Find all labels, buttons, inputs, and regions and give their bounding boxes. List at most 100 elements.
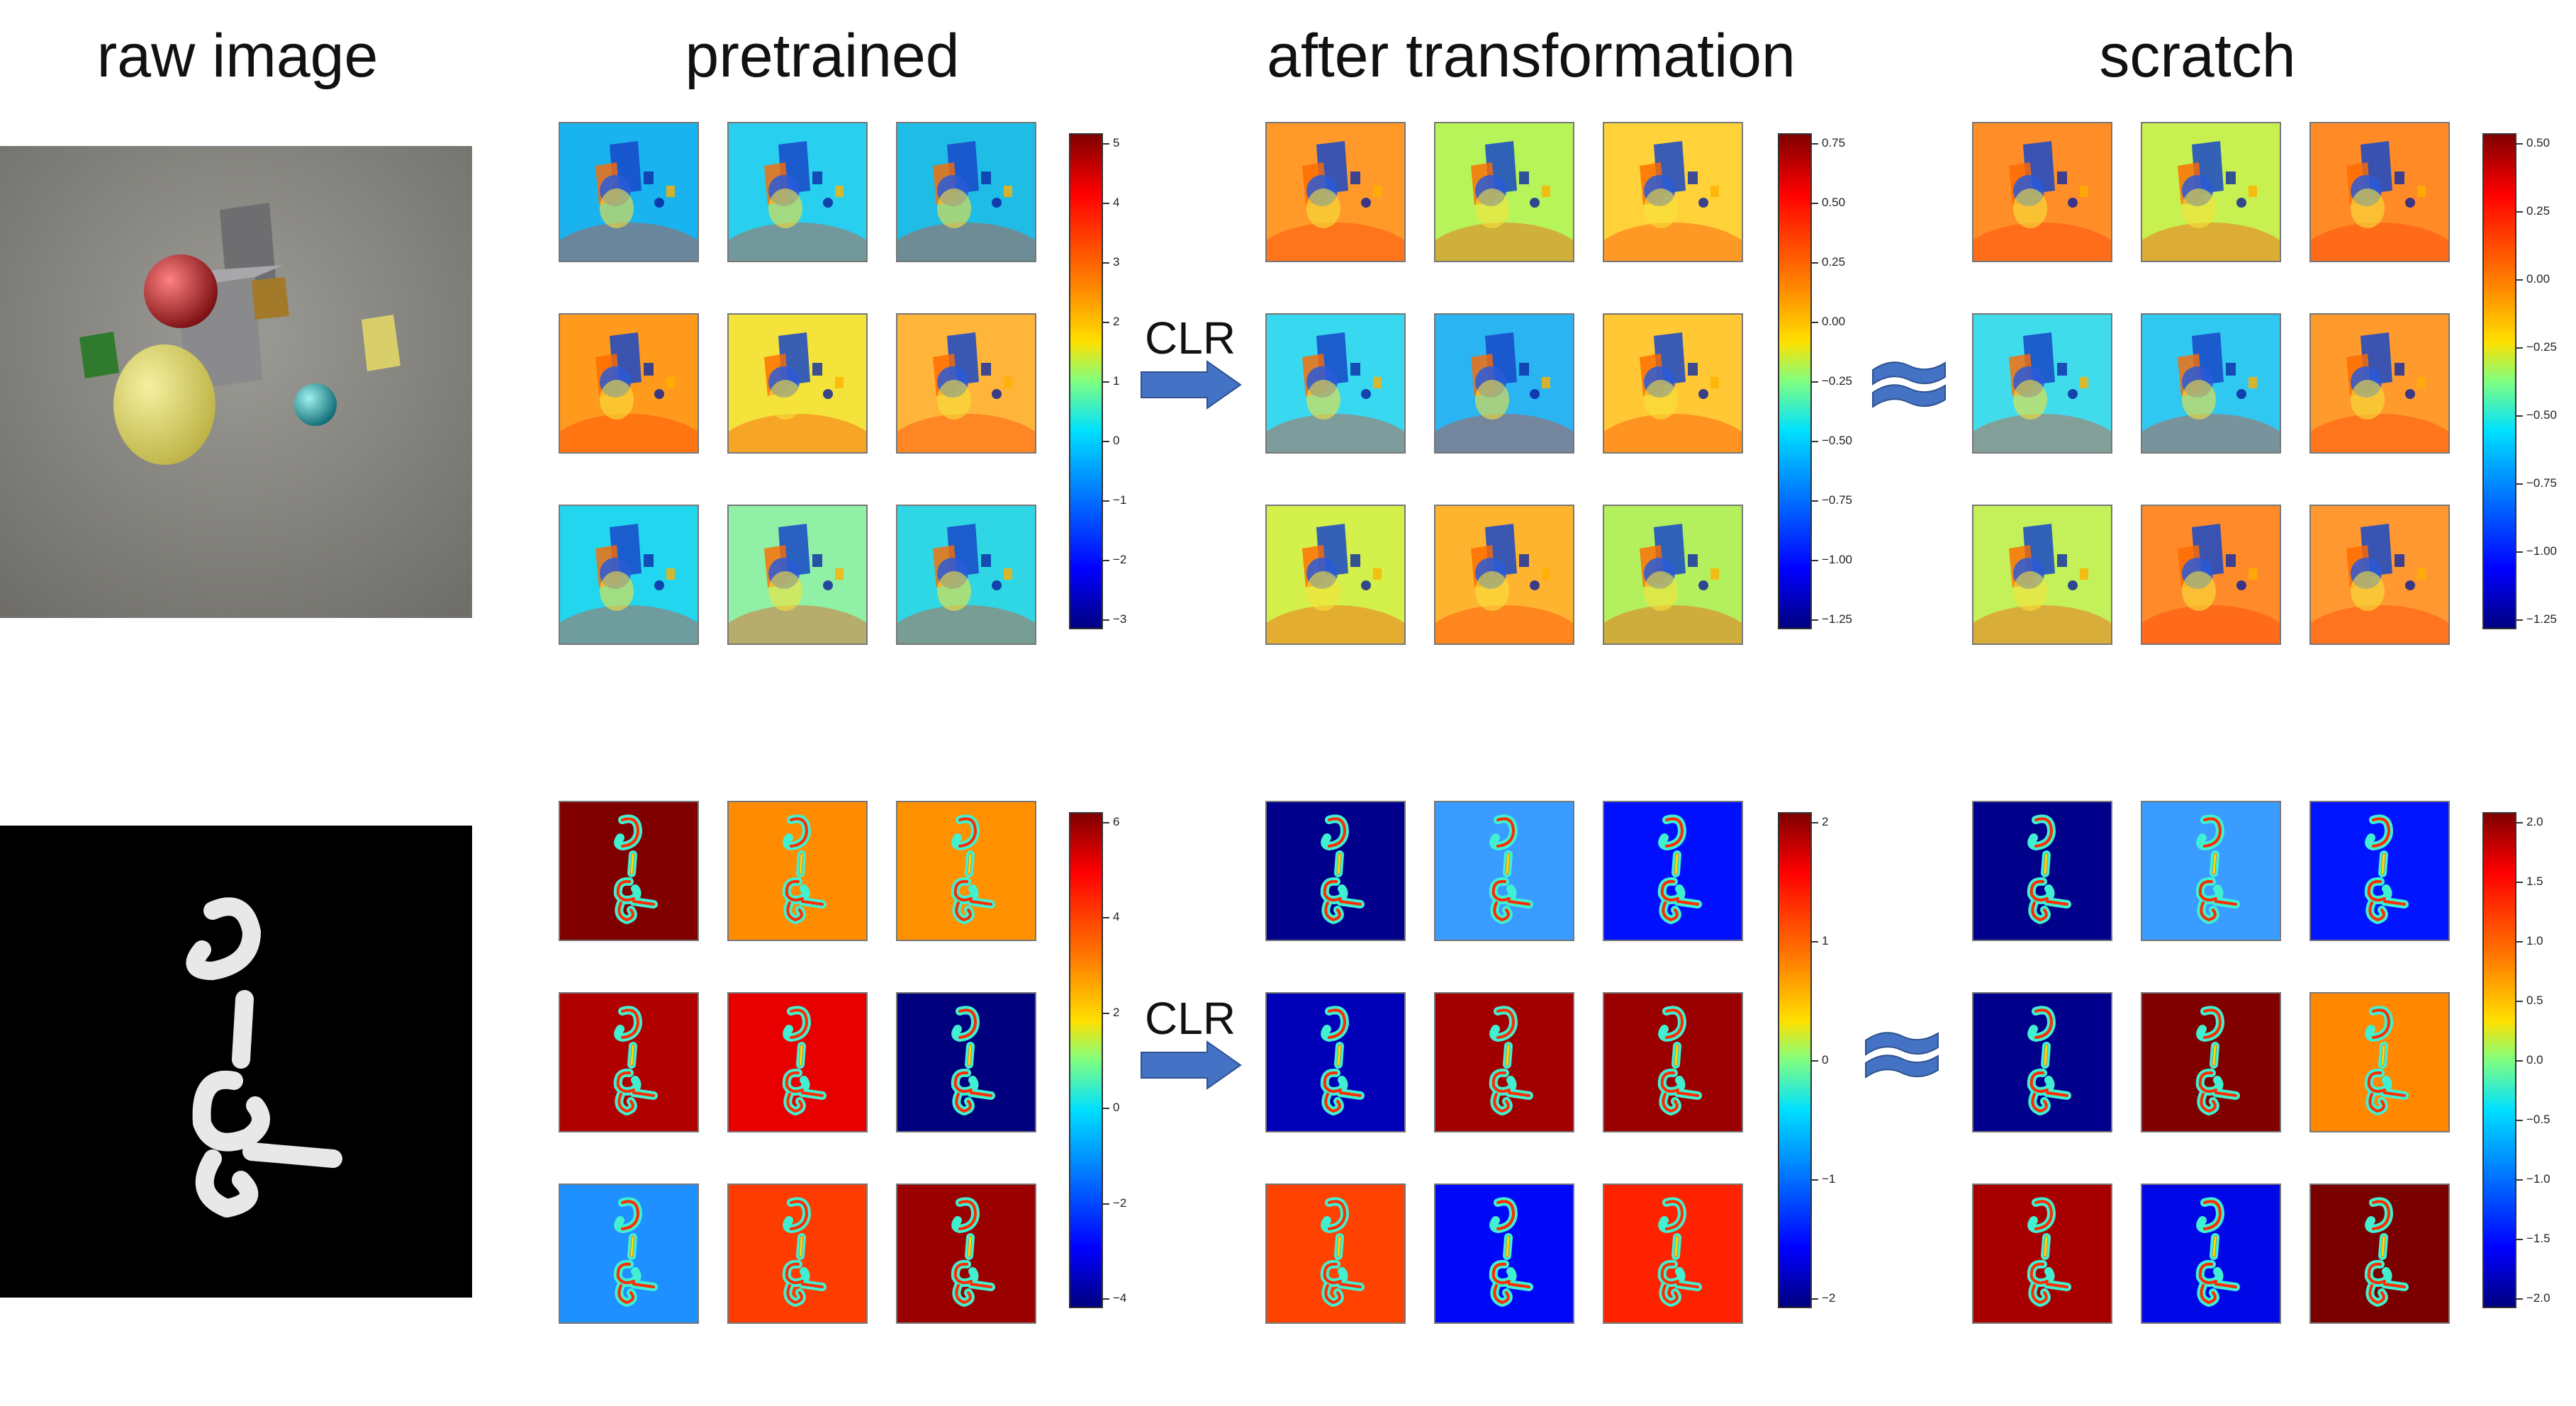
header-pretrained: pretrained bbox=[685, 22, 960, 90]
row2-pretrained-heatmap-2-1 bbox=[727, 1183, 868, 1324]
row1-scratch-heatmap-2-2 bbox=[2309, 505, 2450, 645]
row1-pretrained-heatmap-0-1 bbox=[727, 122, 868, 262]
header-raw-image: raw image bbox=[96, 22, 379, 90]
approx-equal-icon bbox=[1865, 1032, 1939, 1079]
row1-after-colorbar-tick: −0.75 bbox=[1811, 493, 1853, 507]
row1-after-heatmap-0-2 bbox=[1603, 122, 1743, 262]
row1-scratch-heatmap-0-1 bbox=[2141, 122, 2281, 262]
row1-pretrained-colorbar-tick: 1 bbox=[1102, 374, 1120, 388]
row1-after-colorbar bbox=[1778, 133, 1812, 629]
row2-after-heatmap-0-2 bbox=[1603, 801, 1743, 941]
row2-after-heatmap-0-1 bbox=[1434, 801, 1574, 941]
row1-scratch-heatmap-2-1 bbox=[2141, 505, 2281, 645]
row2-scratch-colorbar-tick: −1.0 bbox=[2516, 1172, 2550, 1186]
row2-scratch-heatmap-0-2 bbox=[2309, 801, 2450, 941]
row1-after-heatmap-2-1 bbox=[1434, 505, 1574, 645]
row2-scratch-heatmap-1-1 bbox=[2141, 992, 2281, 1132]
row1-after-colorbar-tick: 0.00 bbox=[1811, 315, 1846, 328]
raw-image-digit bbox=[0, 826, 472, 1298]
header-scratch: scratch bbox=[2099, 22, 2296, 90]
row1-scratch-heatmap-2-0 bbox=[1972, 505, 2112, 645]
row1-after-colorbar-tick: −0.25 bbox=[1811, 374, 1853, 388]
row2-after-colorbar-tick: 2 bbox=[1811, 815, 1829, 828]
row2-after-colorbar-tick: 0 bbox=[1811, 1053, 1829, 1067]
row2-after-heatmap-2-0 bbox=[1265, 1183, 1406, 1324]
row2-pretrained-heatmap-1-1 bbox=[727, 992, 868, 1132]
row1-pretrained-heatmap-0-0 bbox=[559, 122, 699, 262]
row2-pretrained-colorbar-tick: 0 bbox=[1102, 1101, 1120, 1115]
row2-pretrained-heatmap-1-0 bbox=[559, 992, 699, 1132]
row2-after-heatmap-1-0 bbox=[1265, 992, 1406, 1132]
row1-scratch-heatmap-1-0 bbox=[1972, 313, 2112, 454]
row2-after-heatmap-0-0 bbox=[1265, 801, 1406, 941]
row2-pretrained-heatmap-2-2 bbox=[896, 1183, 1036, 1324]
right-arrow-icon bbox=[1141, 360, 1242, 410]
row2-scratch-colorbar-tick: 1.0 bbox=[2516, 934, 2543, 947]
row2-pretrained-colorbar-tick: 4 bbox=[1102, 910, 1120, 924]
row1-scratch-heatmap-1-2 bbox=[2309, 313, 2450, 454]
row1-scratch-heatmap-0-2 bbox=[2309, 122, 2450, 262]
row1-after-colorbar-tick: −0.50 bbox=[1811, 434, 1853, 447]
row2-scratch-heatmap-1-0 bbox=[1972, 992, 2112, 1132]
row1-after-colorbar-tick: −1.25 bbox=[1811, 612, 1853, 626]
row1-after-heatmap-1-1 bbox=[1434, 313, 1574, 454]
row1-after-heatmap-1-0 bbox=[1265, 313, 1406, 454]
row2-pretrained-heatmap-1-2 bbox=[896, 992, 1036, 1132]
row2-scratch-heatmap-0-1 bbox=[2141, 801, 2281, 941]
row1-pretrained-heatmap-1-1 bbox=[727, 313, 868, 454]
row2-scratch-colorbar-tick: 0.5 bbox=[2516, 994, 2543, 1007]
row2-after-colorbar-tick: 1 bbox=[1811, 934, 1829, 947]
row2-after-heatmap-2-2 bbox=[1603, 1183, 1743, 1324]
row1-pretrained-colorbar bbox=[1069, 133, 1103, 629]
raw-image-scene bbox=[0, 146, 472, 618]
row2-pretrained-colorbar-tick: −2 bbox=[1102, 1196, 1127, 1210]
row1-after-heatmap-0-0 bbox=[1265, 122, 1406, 262]
row2-scratch-colorbar-tick: −1.5 bbox=[2516, 1232, 2550, 1245]
row2-scratch-heatmap-2-1 bbox=[2141, 1183, 2281, 1324]
row1-scratch-colorbar-tick: 0.00 bbox=[2516, 272, 2550, 286]
row1-scratch-colorbar-tick: 0.25 bbox=[2516, 204, 2550, 218]
row1-after-colorbar-tick: 0.50 bbox=[1811, 196, 1846, 209]
row2-scratch-colorbar-tick: −2.0 bbox=[2516, 1291, 2550, 1305]
row2-pretrained-heatmap-0-1 bbox=[727, 801, 868, 941]
row1-pretrained-colorbar-tick: 3 bbox=[1102, 255, 1120, 269]
row2-scratch-colorbar-tick: 1.5 bbox=[2516, 874, 2543, 888]
row2-scratch-heatmap-0-0 bbox=[1972, 801, 2112, 941]
row2-scratch-colorbar bbox=[2482, 812, 2516, 1308]
row2-after-colorbar-tick: −2 bbox=[1811, 1291, 1836, 1305]
row1-pretrained-colorbar-tick: 5 bbox=[1102, 136, 1120, 150]
row2-pretrained-colorbar-tick: 6 bbox=[1102, 815, 1120, 828]
row1-scratch-colorbar bbox=[2482, 133, 2516, 629]
row1-scratch-colorbar-tick: −1.25 bbox=[2516, 612, 2558, 626]
row1-scratch-colorbar-tick: −0.75 bbox=[2516, 476, 2558, 490]
row1-pretrained-colorbar-tick: −1 bbox=[1102, 493, 1127, 507]
row2-after-heatmap-2-1 bbox=[1434, 1183, 1574, 1324]
row1-pretrained-colorbar-tick: 4 bbox=[1102, 196, 1120, 209]
row2-pretrained-heatmap-0-0 bbox=[559, 801, 699, 941]
header-after-transformation: after transformation bbox=[1267, 22, 1796, 90]
row1-pretrained-heatmap-0-2 bbox=[896, 122, 1036, 262]
row2-after-heatmap-1-2 bbox=[1603, 992, 1743, 1132]
row1-after-heatmap-2-0 bbox=[1265, 505, 1406, 645]
row2-pretrained-heatmap-2-0 bbox=[559, 1183, 699, 1324]
row1-after-colorbar-tick: 0.25 bbox=[1811, 255, 1846, 269]
row1-pretrained-colorbar-tick: 0 bbox=[1102, 434, 1120, 447]
right-arrow-icon bbox=[1141, 1040, 1242, 1090]
row1-pretrained-colorbar-tick: −3 bbox=[1102, 612, 1127, 626]
clr-label-row2: CLR bbox=[1145, 993, 1236, 1044]
row2-pretrained-colorbar-tick: 2 bbox=[1102, 1005, 1120, 1019]
row1-pretrained-heatmap-2-1 bbox=[727, 505, 868, 645]
row1-scratch-colorbar-tick: −1.00 bbox=[2516, 544, 2558, 558]
row1-after-colorbar-tick: −1.00 bbox=[1811, 553, 1853, 566]
row1-pretrained-heatmap-1-2 bbox=[896, 313, 1036, 454]
row2-after-heatmap-1-1 bbox=[1434, 992, 1574, 1132]
approx-equal-icon bbox=[1872, 361, 1946, 408]
row1-scratch-heatmap-0-0 bbox=[1972, 122, 2112, 262]
row1-pretrained-heatmap-2-0 bbox=[559, 505, 699, 645]
row1-scratch-heatmap-1-1 bbox=[2141, 313, 2281, 454]
row2-pretrained-colorbar-tick: −4 bbox=[1102, 1291, 1127, 1305]
row1-pretrained-heatmap-2-2 bbox=[896, 505, 1036, 645]
row2-scratch-heatmap-1-2 bbox=[2309, 992, 2450, 1132]
row1-after-heatmap-0-1 bbox=[1434, 122, 1574, 262]
row2-after-colorbar bbox=[1778, 812, 1812, 1308]
